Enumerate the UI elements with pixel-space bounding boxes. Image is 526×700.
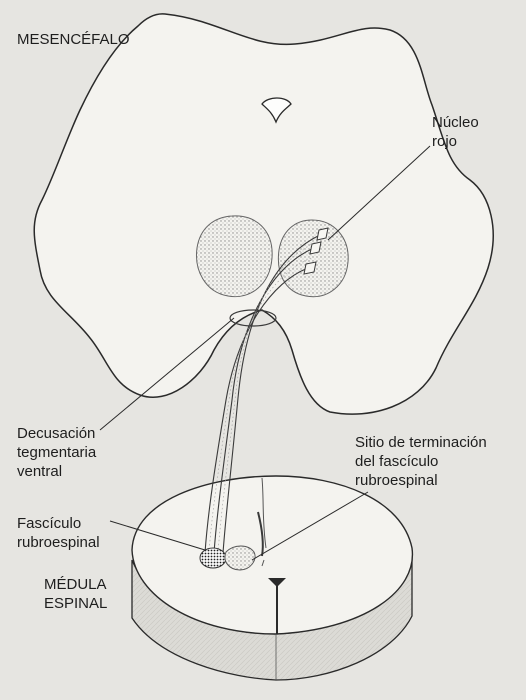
label-spinal-cord: MÉDULA ESPINAL xyxy=(44,575,107,613)
label-rubrospinal-tract-line-1: Fascículo xyxy=(17,515,82,532)
label-termination-site-line-2: del fascículo xyxy=(355,453,439,470)
gray-matter-wisp xyxy=(257,511,264,557)
label-ventral-decussation-line-2: tegmentaria xyxy=(17,444,97,461)
tract-inner-lines xyxy=(208,240,319,554)
label-red-nucleus: Núcleo rojo xyxy=(432,113,479,151)
termination-site xyxy=(224,545,256,571)
cerebral-aqueduct xyxy=(261,97,292,124)
label-rubrospinal-tract: Fascículo rubroespinal xyxy=(17,514,100,552)
label-red-nucleus-line-2: rojo xyxy=(432,133,458,150)
leader-lines xyxy=(99,145,431,561)
midbrain-section xyxy=(33,13,494,415)
label-midbrain: MESENCÉFALO xyxy=(17,31,130,48)
label-termination-site: Sitio de terminación del fascículo rubro… xyxy=(355,433,487,490)
label-termination-site-line-3: rubroespinal xyxy=(355,472,438,489)
label-ventral-decussation: Decusación tegmentaria ventral xyxy=(17,424,96,481)
label-red-nucleus-line-1: Núcleo xyxy=(432,114,479,131)
label-spinal-cord-line-1: MÉDULA xyxy=(44,576,107,593)
label-termination-site-line-1: Sitio de terminación xyxy=(355,434,487,451)
decussation-ring xyxy=(229,309,277,327)
rubrospinal-tract-area xyxy=(199,547,227,569)
label-rubrospinal-tract-line-2: rubroespinal xyxy=(17,534,100,551)
label-ventral-decussation-line-1: Decusación xyxy=(17,425,96,442)
dorsal-median-sulcus xyxy=(261,477,267,567)
red-nucleus-left xyxy=(196,215,273,298)
red-nucleus-right xyxy=(277,219,349,298)
ventral-fissure xyxy=(268,578,286,634)
label-spinal-cord-line-2: ESPINAL xyxy=(44,595,108,612)
label-ventral-decussation-line-3: ventral xyxy=(17,463,63,480)
rubrospinal-tract-bundle xyxy=(204,233,323,554)
tract-origin-marks xyxy=(303,227,329,275)
